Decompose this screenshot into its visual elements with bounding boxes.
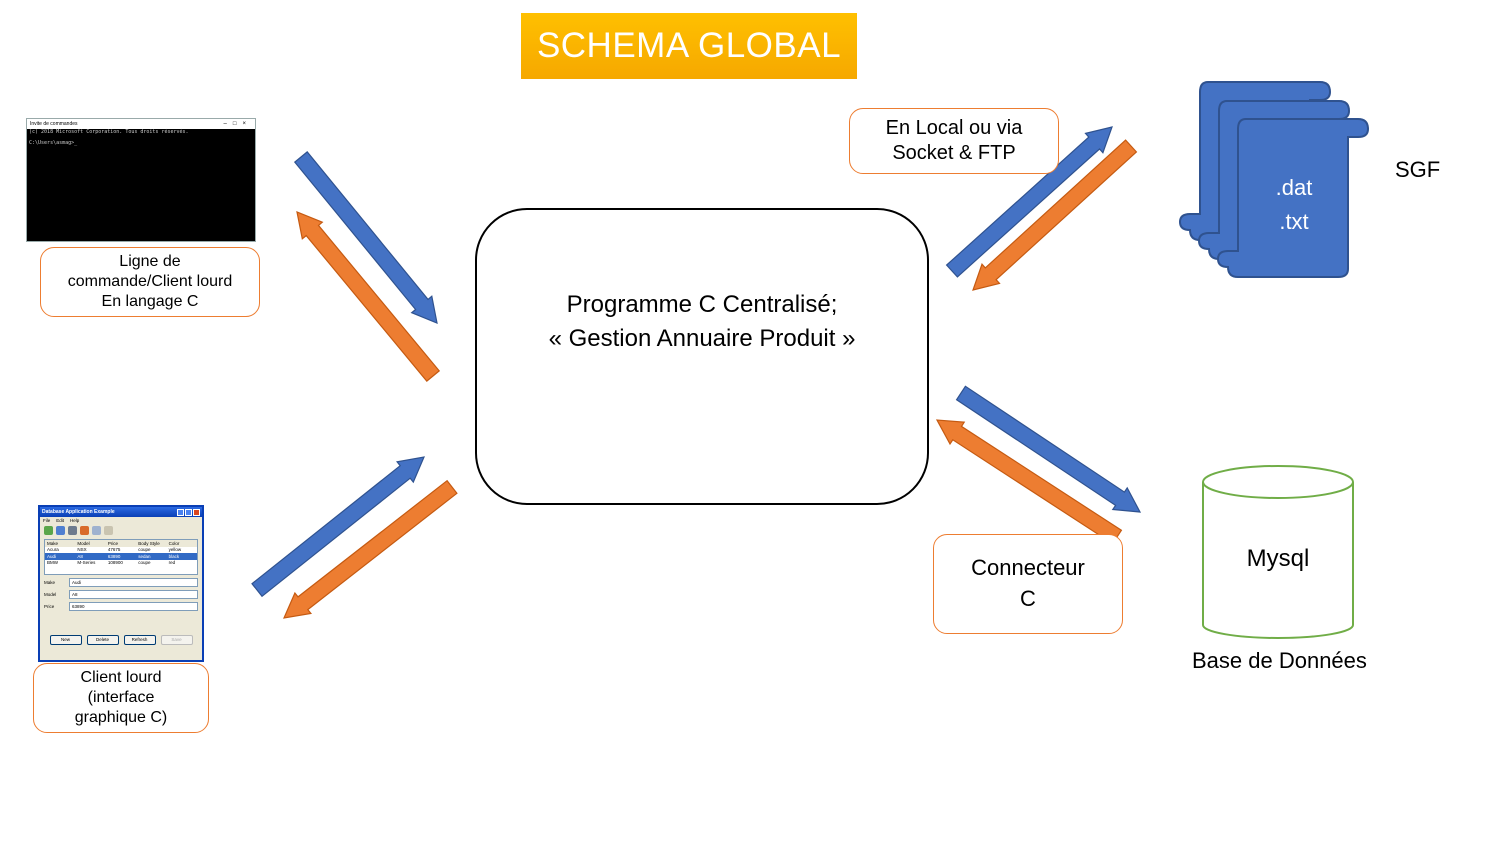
gui-field-price: Price 63890 (44, 602, 198, 611)
gui-field-make: Make Audi (44, 578, 198, 587)
gui-button-row: New Delete Refresh Save (40, 635, 202, 645)
gui-new-button: New (49, 635, 82, 645)
gui-cell: 47675 (107, 547, 121, 553)
gui-menu-item: Edit (56, 518, 65, 523)
arrow-db-to-center (935, 419, 1123, 545)
gui-table: Make Model Price Body Style Color Acura … (44, 539, 198, 575)
transport-label: Socket & FTP (892, 142, 1016, 164)
sgf-label: SGF (1395, 157, 1441, 182)
gui-column-header: Color (168, 540, 180, 546)
gui-column-header: Model (77, 540, 90, 546)
arrow-center-to-sgf (945, 126, 1113, 278)
cmd-window-controls: –□× (223, 121, 252, 127)
gui-field-label: Price (44, 604, 55, 609)
arrow-center-to-cli (296, 211, 441, 382)
cmd-line: (c) 2018 Microsoft Corporation. Tous dro… (29, 129, 189, 135)
gui-cell: NSX (77, 547, 87, 553)
gui-field-value: Audi (69, 578, 198, 587)
file-type: .txt (1279, 209, 1309, 234)
central-program-subtitle: « Gestion Annuaire Produit » (548, 324, 856, 352)
connector-label: C (1020, 586, 1036, 611)
file-type: .dat (1275, 175, 1313, 200)
gui-toolbar (40, 524, 202, 537)
gui-cell: yellow (168, 547, 182, 553)
gui-field-model: Model A8 (44, 590, 198, 599)
copy-icon (92, 526, 101, 535)
open-icon (56, 526, 65, 535)
gui-cell: black (168, 553, 180, 559)
connector-label: Connecteur (971, 555, 1085, 581)
gui-client-label: (interface (87, 689, 155, 706)
gui-cell: coupe (138, 560, 151, 566)
cmd-window-title: Invite de commandes (30, 121, 78, 127)
gui-cell: coupe (138, 547, 151, 553)
gui-menu-bar: File Edit Help (40, 517, 202, 524)
cmd-prompt: C:\Users\asmag>_ (29, 140, 78, 146)
gui-delete-button: Delete (86, 635, 119, 645)
save-icon (68, 526, 77, 535)
database-caption: Base de Données (1192, 648, 1367, 673)
gui-client-label: Client lourd (80, 669, 162, 686)
gui-cell: red (168, 560, 176, 566)
cli-client-box: Ligne de commande/Client lourd En langag… (40, 247, 260, 317)
title-banner: SCHEMA GLOBAL (521, 13, 857, 79)
arrow-center-to-db (955, 385, 1142, 513)
transport-label: En Local ou via (885, 117, 1023, 139)
gui-table-row: Acura NSX 47675 coupe yellow (45, 547, 197, 554)
gui-field-value: 63890 (69, 602, 198, 611)
gui-window-titlebar: Database Application Example (40, 507, 202, 517)
gui-menu-item: File (43, 518, 51, 523)
cli-client-label: commande/Client lourd (67, 273, 233, 290)
gui-table-row-selected: Audi A8 63890 sedan black (45, 553, 197, 560)
arrow-gui-to-center (251, 456, 425, 598)
cmd-window-titlebar: Invite de commandes –□× (27, 119, 255, 129)
gui-column-header: Make (47, 540, 59, 546)
transport-box: En Local ou via Socket & FTP (849, 108, 1059, 174)
gui-cell: Acura (47, 547, 59, 553)
gui-menu-item: Help (70, 518, 80, 523)
gui-cell: Audi (47, 553, 57, 559)
gui-column-header: Body Style (138, 540, 160, 546)
database-name: Mysql (1246, 545, 1310, 572)
central-program-box: Programme C Centralisé; « Gestion Annuai… (475, 208, 929, 505)
gui-cell: 108900 (107, 560, 123, 566)
window-controls-icon (177, 508, 200, 516)
gui-field-label: Make (44, 580, 56, 585)
arrow-sgf-to-center (972, 139, 1138, 291)
arrow-cli-to-center (293, 151, 438, 324)
cli-client-label: Ligne de (119, 253, 181, 270)
gui-field-label: Model (44, 592, 57, 597)
gui-refresh-button: Refresh (123, 635, 156, 645)
central-program-title: Programme C Centralisé; (566, 290, 838, 318)
gui-cell: BMW (47, 560, 58, 566)
gui-column-header: Price (107, 540, 119, 546)
gui-field-value: A8 (69, 590, 198, 599)
gui-cell: 63890 (107, 553, 121, 559)
gui-save-button: Save (160, 635, 193, 645)
arrow-center-to-gui (283, 479, 458, 619)
gui-cell: A8 (77, 553, 83, 559)
gui-cell: M-Series (77, 560, 96, 566)
gui-window-title: Database Application Example (42, 509, 115, 515)
paste-icon (104, 526, 113, 535)
sgf-documents-icon (1178, 81, 1370, 278)
cli-client-label: En langage C (101, 293, 199, 310)
gui-table-row: BMW M-Series 108900 coupe red (45, 560, 197, 567)
gui-cell: sedan (138, 553, 151, 559)
connector-box: Connecteur C (933, 534, 1123, 634)
cut-icon (80, 526, 89, 535)
gui-window-thumbnail: Database Application Example File Edit H… (38, 505, 204, 662)
file-types-label: .dat .txt (1270, 171, 1318, 239)
page-title: SCHEMA GLOBAL (536, 26, 842, 65)
database-cylinder-icon (1202, 465, 1354, 639)
gui-client-box: Client lourd (interface graphique C) (33, 663, 209, 733)
cmd-window-thumbnail: Invite de commandes –□× (c) 2018 Microso… (26, 118, 256, 242)
add-icon (44, 526, 53, 535)
gui-client-label: graphique C) (74, 709, 168, 726)
gui-table-header: Make Model Price Body Style Color (45, 540, 197, 547)
